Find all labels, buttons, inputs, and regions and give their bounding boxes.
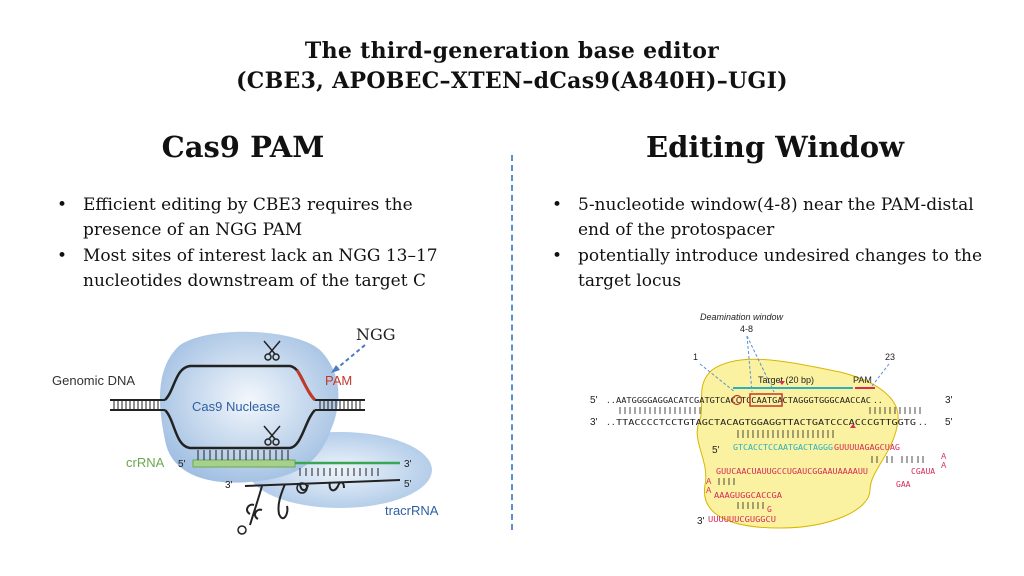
slide-title-line-1: The third-generation base editor	[304, 38, 720, 64]
bottom-5prime: 5'	[945, 417, 953, 428]
heading-cas9-pam: Cas9 PAM	[161, 130, 325, 164]
label-tracrrna: tracrRNA	[385, 503, 439, 518]
sgrna-g: G	[767, 505, 772, 514]
left-bullet-list: Efficient editing by CBE3 requires the p…	[55, 193, 475, 295]
label-deamination-window: Deamination window	[700, 312, 784, 322]
scissors-icon-bottom	[263, 425, 281, 446]
bottom-dots-left: ..	[606, 418, 616, 427]
bottom-dots-right: ..	[918, 418, 928, 427]
label-crrna-5prime: 5'	[178, 459, 186, 470]
sgrna-guide-red: GUUUUAGAGCUAG	[834, 443, 900, 452]
top-dots-right: ..	[873, 396, 883, 405]
label-ngg: NGG	[356, 325, 396, 344]
editing-window-diagram: Deamination window 4-8 1 23 Target (20 b…	[590, 312, 953, 529]
label-crrna: crRNA	[126, 455, 165, 470]
sgrna-row-3b: CGAUA	[911, 467, 935, 476]
cut-marker-top	[779, 381, 785, 385]
left-bullet-2: Most sites of interest lack an NGG 13–17…	[55, 244, 475, 294]
target-c-circle	[731, 394, 743, 406]
sgrna-5prime: 5'	[712, 445, 720, 456]
loop-a-3: A	[706, 477, 712, 486]
loop-a-4: A	[706, 486, 712, 495]
sgrna-row-5: UUUUUUCGUGGCU	[708, 515, 776, 524]
sgrna-row-4: AAAGUGGCACCGA	[714, 491, 782, 500]
right-bullet-2: potentially introduce undesired changes …	[550, 244, 1000, 294]
cut-marker-bottom	[850, 424, 856, 428]
label-position-1: 1	[693, 352, 698, 362]
label-cas9-nuclease: Cas9 Nuclease	[192, 399, 280, 414]
right-bullet-1: 5-nucleotide window(4-8) near the PAM-di…	[550, 193, 1000, 243]
crrna-bar	[192, 459, 296, 468]
label-tracr-5prime: 5'	[404, 479, 412, 490]
sgrna-guide-blue: GTCACCTCCAATGACTAGGG	[733, 443, 833, 452]
top-3prime: 3'	[945, 395, 953, 406]
sgrna-yellow-blob	[696, 358, 899, 529]
scissors-icon-top	[263, 340, 281, 361]
right-bullet-list: 5-nucleotide window(4-8) near the PAM-di…	[550, 193, 1000, 295]
loop-a-2: A	[941, 461, 947, 470]
label-position-23: 23	[885, 352, 895, 362]
top-5prime: 5'	[590, 395, 598, 406]
label-pam-right: PAM	[853, 375, 872, 385]
label-pam: PAM	[325, 373, 352, 388]
sgrna-row-3: GUUCAACUAUUGCCUGAUCGGAAUAAAAUU	[716, 467, 868, 476]
label-genomic-dna: Genomic DNA	[52, 373, 135, 388]
label-window-range: 4-8	[740, 324, 753, 334]
loop-a-1: A	[941, 452, 947, 461]
sgrna-gaa: GAA	[896, 480, 911, 489]
edit-window-box	[749, 393, 783, 407]
label-crrna-3prime: 3'	[404, 459, 412, 470]
slide-title-line-2: (CBE3, APOBEC–XTEN–dCas9(A840H)–UGI)	[236, 68, 788, 94]
left-bullet-1: Efficient editing by CBE3 requires the p…	[55, 193, 475, 243]
top-dots-left: ..	[606, 396, 616, 405]
cas9-diagram: NGG Genomic DNA PAM Cas9 Nuclease crRNA …	[52, 325, 439, 535]
label-tracr-3prime: 3'	[225, 480, 233, 491]
label-target-20bp: Target (20 bp)	[758, 375, 814, 385]
top-strand-sequence: AATGGGGAGGACATCGATGTCACCTCCAATGACTAGGGTG…	[616, 396, 871, 405]
bottom-strand-sequence: TTACCCCTCCTGTAGCTACAGTGGAGGTTACTGATCCCAC…	[616, 418, 916, 427]
heading-editing-window: Editing Window	[645, 130, 904, 164]
column-divider	[511, 155, 513, 530]
bottom-3prime: 3'	[590, 417, 598, 428]
sgrna-3prime: 3'	[697, 516, 705, 527]
